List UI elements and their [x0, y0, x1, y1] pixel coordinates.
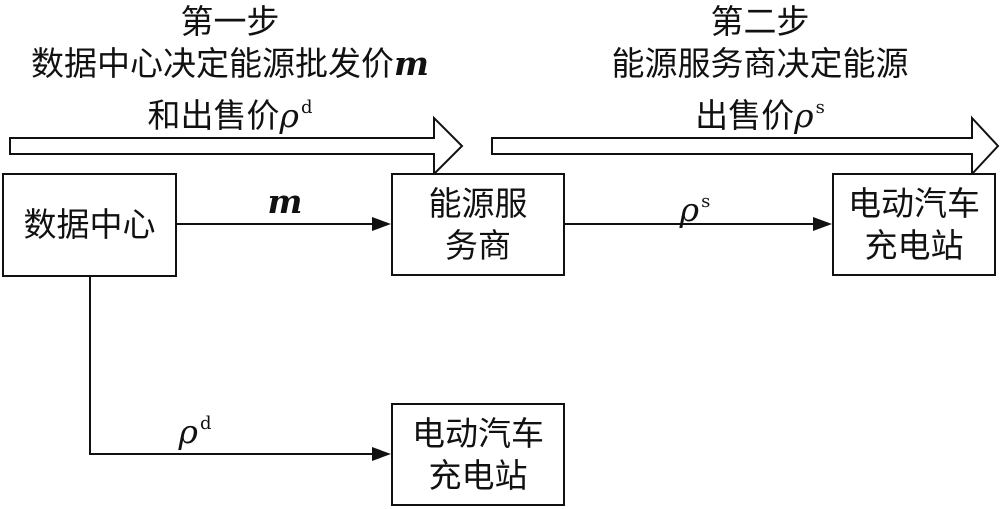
edge-dc-to-ev-bottom: [89, 276, 372, 455]
edge-label-rho-s-sup: s: [701, 191, 711, 212]
node-ev-station-bottom-label: 电动汽车 充电站: [412, 413, 544, 495]
step1-line2-text: 数据中心决定能源批发价: [31, 44, 395, 83]
step1-title: 第一步: [180, 2, 280, 41]
edge-label-rho-s-var: ρ: [679, 190, 700, 229]
wholesale-price-var: m: [394, 44, 429, 83]
node-energy-service-provider: 能源服 务商: [391, 173, 565, 276]
step1-line3-text: 和出售价: [147, 96, 280, 135]
node-ev-station-top: 电动汽车 充电站: [832, 173, 996, 276]
node-data-center-label: 数据中心: [23, 205, 156, 244]
step1-description-line2: 数据中心决定能源批发价m: [10, 44, 450, 84]
edge-label-rho-d-var: ρ: [178, 412, 198, 451]
edge-dc-to-esp-head: [372, 217, 391, 231]
step2-description-line2: 能源服务商决定能源: [611, 44, 909, 83]
retail-price-var: ρ: [279, 96, 299, 135]
edge-dc-to-ev-bottom-head: [372, 447, 391, 461]
node-energy-service-provider-label: 能源服 务商: [428, 183, 528, 265]
edge-label-rho-d-sup: d: [199, 413, 212, 434]
node-ev-station-bottom: 电动汽车 充电站: [391, 403, 565, 506]
step1-stage-arrow: [9, 115, 464, 177]
node-data-center: 数据中心: [2, 173, 177, 277]
step2-stage-arrow: [491, 115, 1000, 177]
service-price-var: ρ: [794, 96, 814, 135]
edge-label-m: m: [267, 182, 303, 221]
step2-title: 第二步: [710, 2, 810, 41]
step2-line3-text: 出售价: [695, 96, 795, 135]
service-price-sup: s: [815, 97, 825, 118]
node-ev-station-top-label: 电动汽车 充电站: [848, 183, 980, 265]
retail-price-sup: d: [300, 97, 313, 118]
edge-esp-to-ev-top-head: [813, 217, 832, 231]
